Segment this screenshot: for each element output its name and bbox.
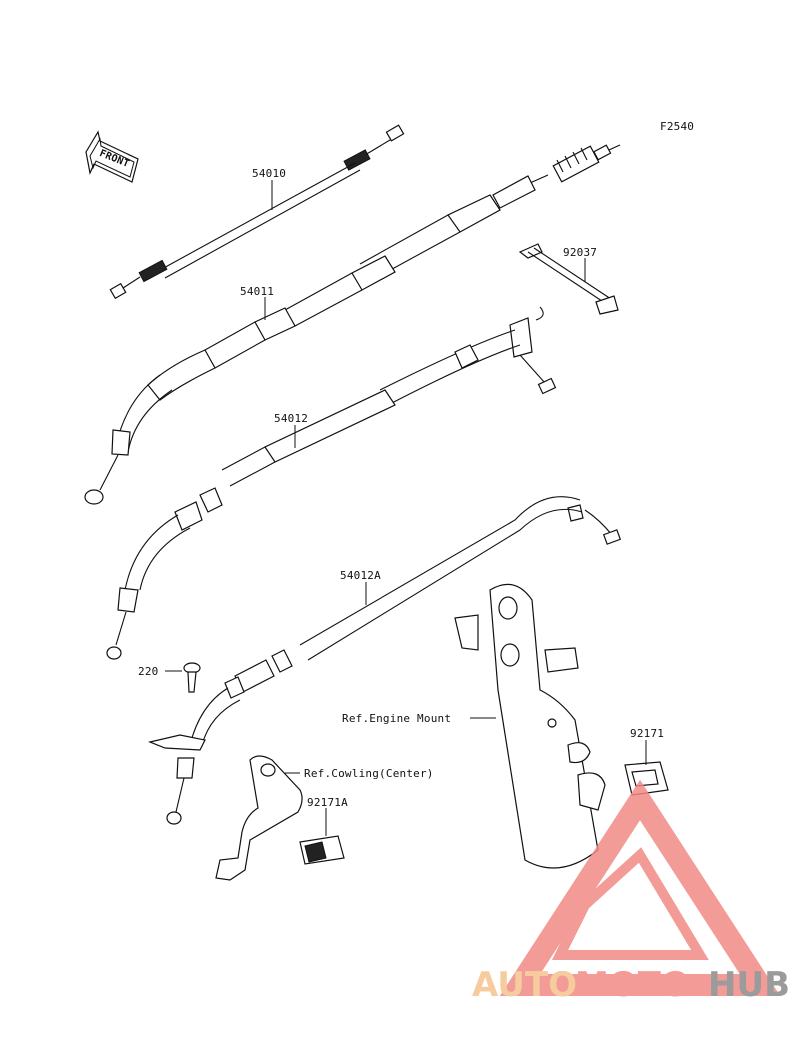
part-label-92171: 92171 — [630, 727, 664, 740]
ref-label-engine-mount: Ref.Engine Mount — [342, 712, 451, 725]
front-arrow-icon: FRONT — [85, 130, 139, 183]
watermark-auto: AUTO — [472, 965, 577, 1005]
part-label-92171A: 92171A — [307, 796, 348, 809]
part-label-54010: 54010 — [252, 167, 286, 180]
screw-220 — [183, 662, 201, 693]
part-label-54012A: 54012A — [340, 569, 381, 582]
part-label-54012: 54012 — [274, 412, 308, 425]
part-label-54011: 54011 — [240, 285, 274, 298]
ref-label-cowling-center: Ref.Cowling(Center) — [304, 767, 434, 780]
part-label-220: 220 — [138, 665, 158, 678]
leader-lines — [165, 180, 647, 836]
part-92037 — [518, 243, 619, 315]
cable-54010 — [109, 124, 405, 300]
cable-54012 — [106, 306, 557, 660]
cowling-bracket — [215, 755, 303, 881]
watermark-logo: AUTO MOTO HUB — [472, 779, 790, 1005]
watermark-hub: HUB — [708, 965, 790, 1005]
figure-code: F2540 — [660, 120, 694, 133]
part-label-92037: 92037 — [563, 246, 597, 259]
clamp-92171A — [299, 835, 345, 865]
watermark-moto: MOTO — [575, 965, 690, 1005]
cable-54011 — [84, 144, 621, 505]
engine-mount — [454, 583, 606, 869]
cable-54012A — [148, 496, 622, 825]
